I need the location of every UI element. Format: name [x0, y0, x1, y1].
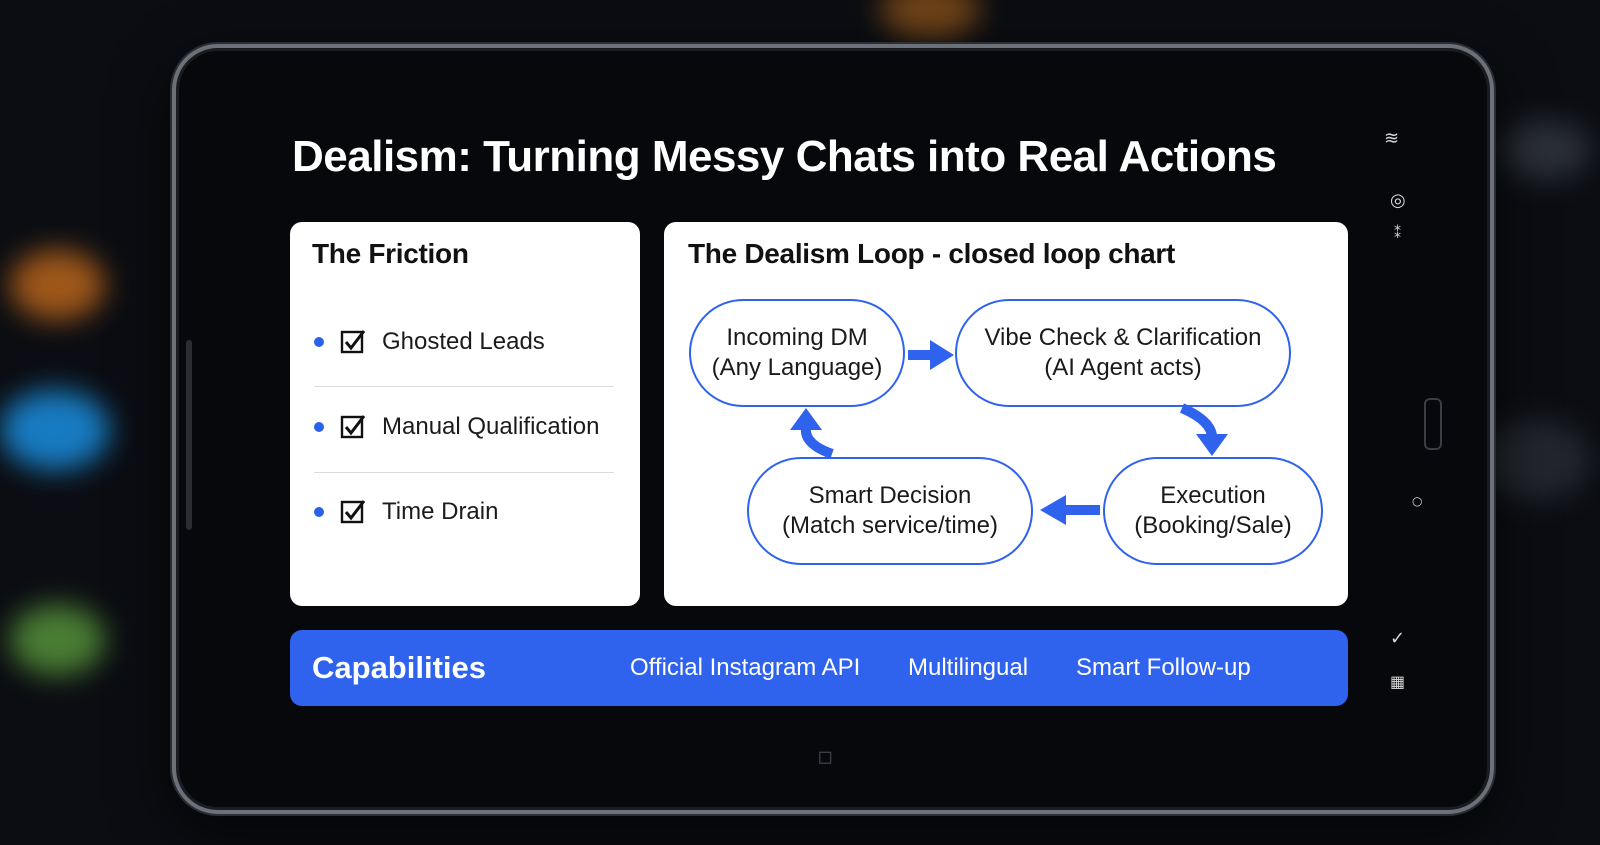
- checkbox-checked-icon: [340, 414, 366, 440]
- friction-card: The Friction Ghosted Leads Manual Qualif…: [290, 222, 640, 606]
- node-label-vibe-check: Vibe Check & Clarification (AI Agent act…: [956, 323, 1290, 383]
- camera-icon: ◎: [1390, 190, 1406, 211]
- arrow-up-head: [790, 408, 822, 430]
- dot-icon: ○: [1412, 494, 1422, 508]
- node-label-incoming-dm: Incoming DM (Any Language): [690, 323, 904, 383]
- friction-item-label: Manual Qualification: [382, 413, 599, 441]
- friction-item-label: Time Drain: [382, 498, 498, 526]
- bokeh-green: [10, 605, 105, 675]
- loop-diagram: [664, 222, 1348, 606]
- checkbox-checked-icon: [340, 499, 366, 525]
- bokeh-right-2: [1480, 420, 1590, 500]
- sensor-glyph-icon: ≋: [1384, 128, 1399, 149]
- capabilities-bar: Capabilities Official Instagram API Mult…: [290, 630, 1348, 706]
- capability-multilingual: Multilingual: [908, 654, 1028, 682]
- divider: [314, 386, 614, 387]
- friction-item-time-drain: Time Drain: [314, 492, 498, 532]
- capability-instagram-api: Official Instagram API: [630, 654, 860, 682]
- side-button-right[interactable]: [1424, 398, 1442, 450]
- friction-item-ghosted-leads: Ghosted Leads: [314, 322, 545, 362]
- node-line1: Vibe Check & Clarification: [956, 323, 1290, 353]
- bokeh-right: [1500, 120, 1590, 180]
- friction-heading: The Friction: [312, 238, 469, 270]
- sensor-glyph-lower-icon: ✓: [1390, 628, 1405, 649]
- arrow-down-head: [1196, 434, 1228, 456]
- bokeh-orange: [10, 250, 105, 320]
- node-line1: Smart Decision: [748, 481, 1032, 511]
- bokeh-blue: [0, 390, 110, 470]
- node-line2: (Match service/time): [748, 511, 1032, 541]
- checkbox-checked-icon: [340, 329, 366, 355]
- arrow-right-head: [930, 340, 954, 370]
- side-button-left[interactable]: [186, 340, 192, 530]
- sensor-small-icon: ⁑: [1394, 226, 1401, 242]
- bullet-dot: [314, 337, 324, 347]
- node-line2: (Any Language): [690, 353, 904, 383]
- divider: [314, 472, 614, 473]
- bullet-dot: [314, 507, 324, 517]
- node-line2: (AI Agent acts): [956, 353, 1290, 383]
- friction-item-label: Ghosted Leads: [382, 328, 545, 356]
- friction-item-manual-qualification: Manual Qualification: [314, 407, 599, 447]
- node-label-smart-decision: Smart Decision (Match service/time): [748, 481, 1032, 541]
- node-line1: Execution: [1104, 481, 1322, 511]
- home-button[interactable]: ◻: [818, 742, 832, 770]
- arrow-left-head: [1040, 495, 1066, 525]
- sensor-grid-icon: ▦: [1390, 672, 1405, 691]
- loop-card: The Dealism Loop - closed loop chart Inc…: [664, 222, 1348, 606]
- node-label-execution: Execution (Booking/Sale): [1104, 481, 1322, 541]
- page-title: Dealism: Turning Messy Chats into Real A…: [292, 132, 1352, 182]
- arrow-up-icon: [806, 428, 832, 454]
- node-line1: Incoming DM: [690, 323, 904, 353]
- capabilities-heading: Capabilities: [312, 650, 486, 686]
- bokeh-top: [880, 0, 980, 40]
- capability-smart-follow-up: Smart Follow-up: [1076, 654, 1251, 682]
- bullet-dot: [314, 422, 324, 432]
- node-line2: (Booking/Sale): [1104, 511, 1322, 541]
